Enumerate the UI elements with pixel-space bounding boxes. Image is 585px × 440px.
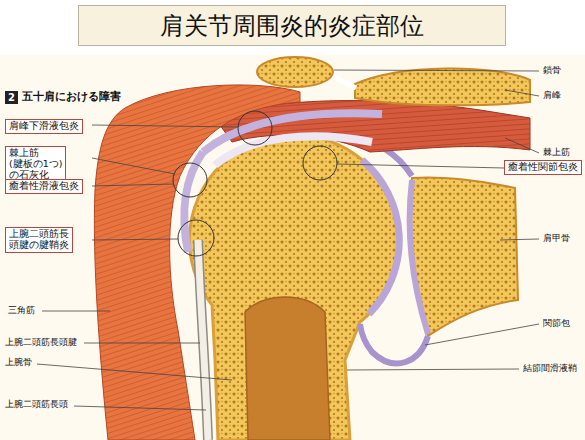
- clavicle-bone: [257, 57, 333, 87]
- acromion-bone: [355, 68, 530, 105]
- head-cartilage: [362, 160, 399, 314]
- picture-ground: [0, 55, 585, 440]
- part-name: 結節間滑液鞘: [523, 364, 577, 374]
- part-name: 三角筋: [8, 306, 35, 316]
- lesion-box: 肩峰下滑液包炎: [5, 119, 83, 134]
- title-box: 肩关节周围炎的炎症部位: [78, 5, 506, 46]
- joint-capsule: [360, 324, 428, 363]
- lesion-circle: [178, 220, 214, 256]
- deltoid-muscle: [94, 85, 300, 440]
- part-name: 肩甲骨: [543, 234, 570, 244]
- part-name: 鎖骨: [543, 66, 561, 76]
- section-heading: 五十肩における障害: [22, 91, 121, 103]
- lesion-box: 癒着性関節包炎: [504, 160, 582, 175]
- lesion-text: 棘上筋(腱板の1つ) の石灰化: [9, 148, 62, 181]
- leader-lines: [37, 70, 539, 410]
- marrow-cavity: [245, 297, 330, 440]
- humerus-bone: [189, 135, 399, 440]
- scapula-bone: [409, 177, 518, 336]
- part-name: 上腕骨: [5, 358, 32, 368]
- ligament: [333, 76, 356, 88]
- lesion-circle: [173, 163, 207, 197]
- part-name: 肩峰: [543, 91, 561, 101]
- part-name: 棘上筋: [543, 148, 570, 158]
- lesion-text: 癒着性関節包炎: [508, 162, 578, 173]
- section-number: 2: [5, 91, 18, 104]
- lesion-box: 棘上筋(腱板の1つ) の石灰化: [5, 146, 66, 183]
- lesion-circle: [238, 111, 272, 145]
- part-name: 関節包: [543, 319, 570, 329]
- title-text: 肩关节周围炎的炎症部位: [160, 10, 424, 42]
- supraspinatus-tendon: [215, 136, 372, 165]
- lesion-box: 上腕二頭筋長 頭腱の腱鞘炎: [5, 227, 73, 253]
- lesion-text: 癒着性滑液包炎: [9, 181, 79, 192]
- lesion-circle: [303, 146, 337, 180]
- part-name: 上腕二頭筋長頭腱: [5, 338, 77, 348]
- lesion-text: 上腕二頭筋長 頭腱の腱鞘炎: [9, 229, 69, 251]
- glenoid-cartilage: [410, 180, 428, 334]
- lesion-text: 肩峰下滑液包炎: [9, 121, 79, 132]
- lesion-box: 癒着性滑液包炎: [5, 179, 83, 194]
- part-name: 上腕二頭筋長頭: [5, 400, 68, 410]
